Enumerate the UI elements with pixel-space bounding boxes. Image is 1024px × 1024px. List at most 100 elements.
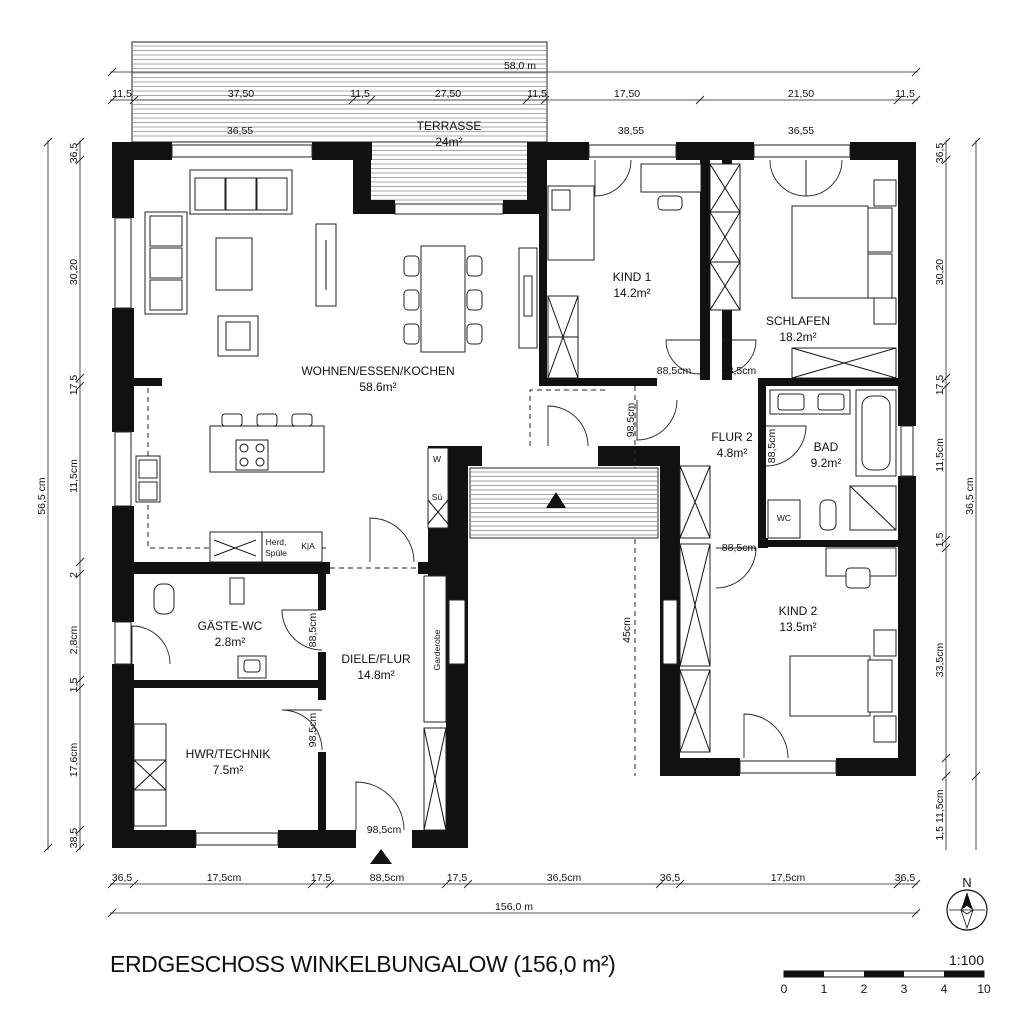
scale-tick-2: 2 (861, 982, 868, 996)
dim-left-4: 2 (68, 572, 80, 578)
dim-top-5: 17,50 (614, 88, 640, 100)
dim-tick (941, 771, 951, 781)
dim-top-overall: 58,0 m (504, 60, 536, 72)
dim-bottom-5: 36,5cm (547, 872, 582, 884)
dim-tick (75, 683, 85, 693)
room-area-kind1: 14.2m² (613, 286, 650, 300)
dim-right-0: 36,5 (934, 143, 946, 164)
dim-tick (75, 569, 85, 579)
room-area-diele: 14.8m² (357, 668, 394, 682)
dim-tick (129, 95, 139, 105)
w-label: W (433, 454, 441, 464)
room-area-hwr: 7.5m² (213, 763, 244, 777)
dim-tick (75, 843, 85, 853)
dim-tick (107, 95, 117, 105)
dim-left-7: 17,6cm (68, 743, 80, 778)
room-name-hwr: HWR/TECHNIK (186, 747, 271, 761)
terrace (131, 41, 548, 215)
dim-tick (941, 137, 951, 147)
su-label: Sü (432, 492, 443, 502)
dim-window-2: 36,55 (788, 125, 814, 137)
flur2-height: 45cm (621, 617, 633, 643)
dining-chair (403, 323, 420, 345)
room-area-wohnen: 58.6m² (359, 380, 396, 394)
dim-tick (655, 879, 665, 889)
dim-tick (675, 879, 685, 889)
dim-tick (893, 95, 903, 105)
door-dim-gaeste-v: 88,5cm (307, 613, 319, 648)
dim-tick (43, 843, 53, 853)
dim-tick (911, 67, 921, 77)
door-dimensions: 88,5cm 98,5cm 98,5cm 88,5cm 88,5cm 88,5c… (307, 365, 778, 836)
room-name-kind2: KIND 2 (779, 604, 818, 618)
dim-tick (129, 879, 139, 889)
dim-tick (941, 381, 951, 391)
dim-tick (893, 879, 903, 889)
plan-title: ERDGESCHOSS WINKELBUNGALOW (156,0 m²) (110, 951, 615, 977)
north-arrow: N (946, 875, 988, 931)
dim-bottom-6: 36,5 (660, 872, 681, 884)
dim-tick (75, 825, 85, 835)
dim-left-overall: 56,5 cm (36, 477, 48, 515)
dim-tick (971, 771, 981, 781)
dim-left-5: 2,8cm (68, 625, 80, 654)
dim-tick (941, 155, 951, 165)
scale-label: 1:100 (949, 952, 984, 968)
dim-left-1: 30,20 (68, 259, 80, 285)
dims-top-windows: 36,55 38,55 36,55 (227, 125, 814, 137)
dims-top-row: 11,5 37,50 11,5 27,50 11,5 17,50 21,50 1… (112, 88, 915, 100)
room-area-schlafen: 18.2m² (779, 330, 816, 344)
room-area-flur2: 4.8m² (717, 446, 748, 460)
dim-tick (366, 95, 376, 105)
dim-tick (941, 535, 951, 545)
dim-tick (43, 137, 53, 147)
dim-tick (307, 879, 317, 889)
dim-top-3: 27,50 (435, 88, 461, 100)
door-dim-bad-v: 88,5cm (766, 429, 778, 464)
dims-right: 36,5 30,20 17,5 11,5cm 1,5 33,5cm 1,5 11… (934, 143, 976, 841)
dim-tick (522, 95, 532, 105)
room-name-kind1: KIND 1 (613, 270, 652, 284)
door-dim-flur-v: 98,5cm (625, 403, 637, 438)
dim-right-3: 11,5cm (934, 438, 946, 472)
door-dim-entry: 98,5cm (367, 824, 402, 836)
dim-tick (75, 137, 85, 147)
dim-left-8: 38,5 (68, 828, 80, 849)
room-name-terrasse: TERRASSE (417, 119, 482, 133)
dims-left: 36,5 30,20 17,5 11,5cm 2 2,8cm 1,5 17,6c… (36, 143, 80, 849)
dim-tick (911, 879, 921, 889)
dim-right-4: 1,5 (934, 533, 946, 548)
door-dim-kind1: 88,5cm (657, 365, 692, 377)
dim-top-2: 11,5 (350, 88, 370, 100)
dim-tick (911, 95, 921, 105)
dim-right-5: 33,5cm (934, 643, 946, 678)
dim-tick (107, 908, 117, 918)
dim-tick (75, 675, 85, 685)
dim-bottom-8: 36,5 (895, 872, 916, 884)
dim-bottom-4: 17,5 (447, 872, 468, 884)
dim-bottom-2: 17,5 (311, 872, 332, 884)
scale-tick-1: 1 (821, 982, 828, 996)
dining-chair (466, 289, 483, 311)
dim-bottom-7: 17,5cm (771, 872, 806, 884)
room-name-schlafen: SCHLAFEN (766, 314, 830, 328)
dim-tick (941, 753, 951, 763)
dim-tick (941, 373, 951, 383)
room-name-flur2: FLUR 2 (711, 430, 753, 444)
outer-walls (112, 142, 916, 848)
dim-tick (348, 95, 358, 105)
scale-bar: 1:100 0 1 2 3 4 10 (781, 952, 991, 996)
scale-tick-4: 4 (941, 982, 948, 996)
spuele-label: Spüle (265, 548, 287, 558)
room-area-terrasse: 24m² (435, 135, 462, 149)
dim-tick (971, 137, 981, 147)
door-dim-schlafen: 98,5cm (722, 365, 757, 377)
dimension-lines (47, 71, 977, 914)
dim-tick (540, 95, 550, 105)
herd-label: Herd, (266, 537, 287, 547)
dining-chair (403, 255, 420, 277)
dim-top-6: 21,50 (788, 88, 814, 100)
dim-right-1: 30,20 (934, 259, 946, 285)
dim-left-3: 11,5cm (68, 459, 80, 493)
dim-top-0: 11,5 (112, 88, 132, 100)
